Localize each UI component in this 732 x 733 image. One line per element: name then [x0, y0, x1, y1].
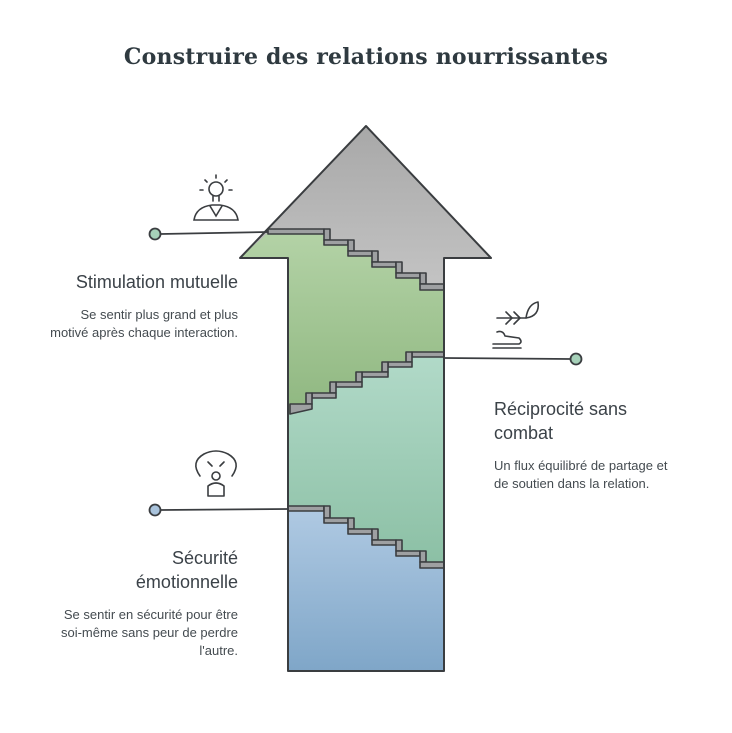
stairs-middle — [289, 351, 445, 415]
step-title-reciprocite: Réciprocité sans combat — [494, 399, 628, 443]
page-title: Construire des relations nourrissantes — [123, 44, 609, 70]
connector-stimulation — [148, 227, 269, 241]
step-desc-reciprocite: Un flux équilibré de partage et de souti… — [494, 458, 668, 491]
band-stimulation — [240, 229, 444, 415]
connector-securite — [148, 503, 289, 517]
lightbulb-person-icon — [193, 174, 239, 221]
calm-person-icon — [195, 450, 237, 497]
connector-reciprocite — [443, 352, 583, 366]
stairs-lower — [287, 505, 445, 569]
arrow-outline — [239, 125, 492, 672]
step-title-securite: Sécurité émotionnelle — [135, 548, 238, 592]
hand-branch-icon — [492, 301, 540, 349]
step-desc-stimulation: Se sentir plus grand et plus motivé aprè… — [50, 307, 238, 340]
step-title-stimulation: Stimulation mutuelle — [75, 272, 238, 292]
stairs-upper — [267, 228, 445, 291]
step-desc-securite: Se sentir en sécurité pour être soi-même… — [60, 607, 238, 658]
band-securite — [288, 506, 444, 671]
